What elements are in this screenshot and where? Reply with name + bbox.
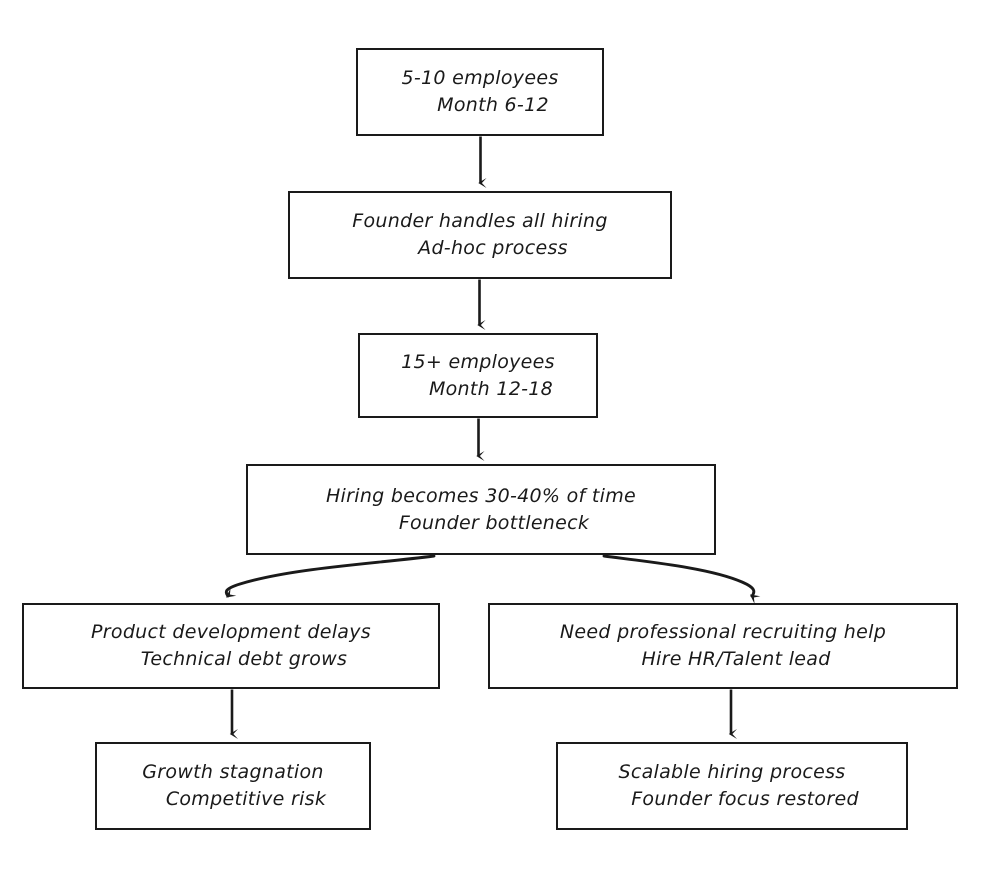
node-founder-handles-hiring[interactable]: Founder handles all hiring Ad-hoc proces… xyxy=(288,191,672,279)
node-recruiting-line1: Need professional recruiting help xyxy=(559,621,887,644)
node-growth-stagnation[interactable]: Growth stagnation Competitive risk xyxy=(95,742,371,830)
node-start[interactable]: 5-10 employees Month 6-12 xyxy=(356,48,604,136)
node-fifteen-employees[interactable]: 15+ employees Month 12-18 xyxy=(358,333,598,418)
node-product-development-delays[interactable]: Product development delays Technical deb… xyxy=(22,603,440,689)
node-founder-line1: Founder handles all hiring xyxy=(352,210,608,233)
edge-bottleneck-to-product xyxy=(224,554,436,598)
node-product-line1: Product development delays xyxy=(91,621,371,644)
node-scalable-hiring-process[interactable]: Scalable hiring process Founder focus re… xyxy=(556,742,908,830)
node-bottleneck-line1: Hiring becomes 30-40% of time xyxy=(325,484,637,507)
node-founder-line2: Ad-hoc process xyxy=(418,237,568,259)
node-bottleneck-line2: Founder bottleneck xyxy=(398,511,590,534)
node-growth-line1: Growth stagnation xyxy=(142,761,324,784)
node-fifteen-line1: 15+ employees xyxy=(401,350,555,373)
node-recruiting-line2: Hire HR/Talent lead xyxy=(641,648,831,670)
node-start-line1: 5-10 employees xyxy=(401,67,559,90)
node-scalable-line2: Founder focus restored xyxy=(631,788,859,810)
node-growth-line2: Competitive risk xyxy=(165,788,327,810)
edge-bottleneck-to-recruiting xyxy=(602,554,761,604)
node-start-line2: Month 6-12 xyxy=(437,94,549,116)
node-scalable-line1: Scalable hiring process xyxy=(618,761,846,784)
node-founder-bottleneck[interactable]: Hiring becomes 30-40% of time Founder bo… xyxy=(246,464,716,555)
node-need-recruiting-help[interactable]: Need professional recruiting help Hire H… xyxy=(488,603,958,689)
node-fifteen-line2: Month 12-18 xyxy=(428,377,554,400)
node-product-line2: Technical debt grows xyxy=(140,648,348,670)
